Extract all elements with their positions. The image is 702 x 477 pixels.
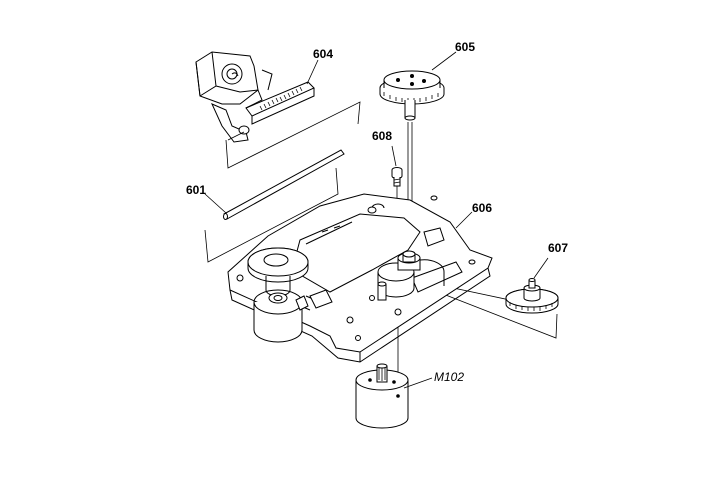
optical-pickup-604 — [195, 51, 319, 143]
label-607: 607 — [548, 241, 568, 255]
label-606: 606 — [472, 201, 492, 215]
center-gear-assembly — [377, 250, 445, 301]
guide-shaft-601 — [204, 149, 345, 220]
label-601: 601 — [186, 183, 206, 197]
motor-m102 — [355, 363, 433, 429]
label-608: 608 — [372, 129, 392, 143]
label-604: 604 — [313, 47, 333, 61]
gear-605 — [379, 51, 457, 121]
label-605: 605 — [455, 40, 475, 54]
gear-607 — [505, 257, 559, 314]
screw-608 — [391, 145, 403, 187]
spindle-turntable — [247, 247, 333, 343]
label-m102: M102 — [434, 370, 464, 384]
